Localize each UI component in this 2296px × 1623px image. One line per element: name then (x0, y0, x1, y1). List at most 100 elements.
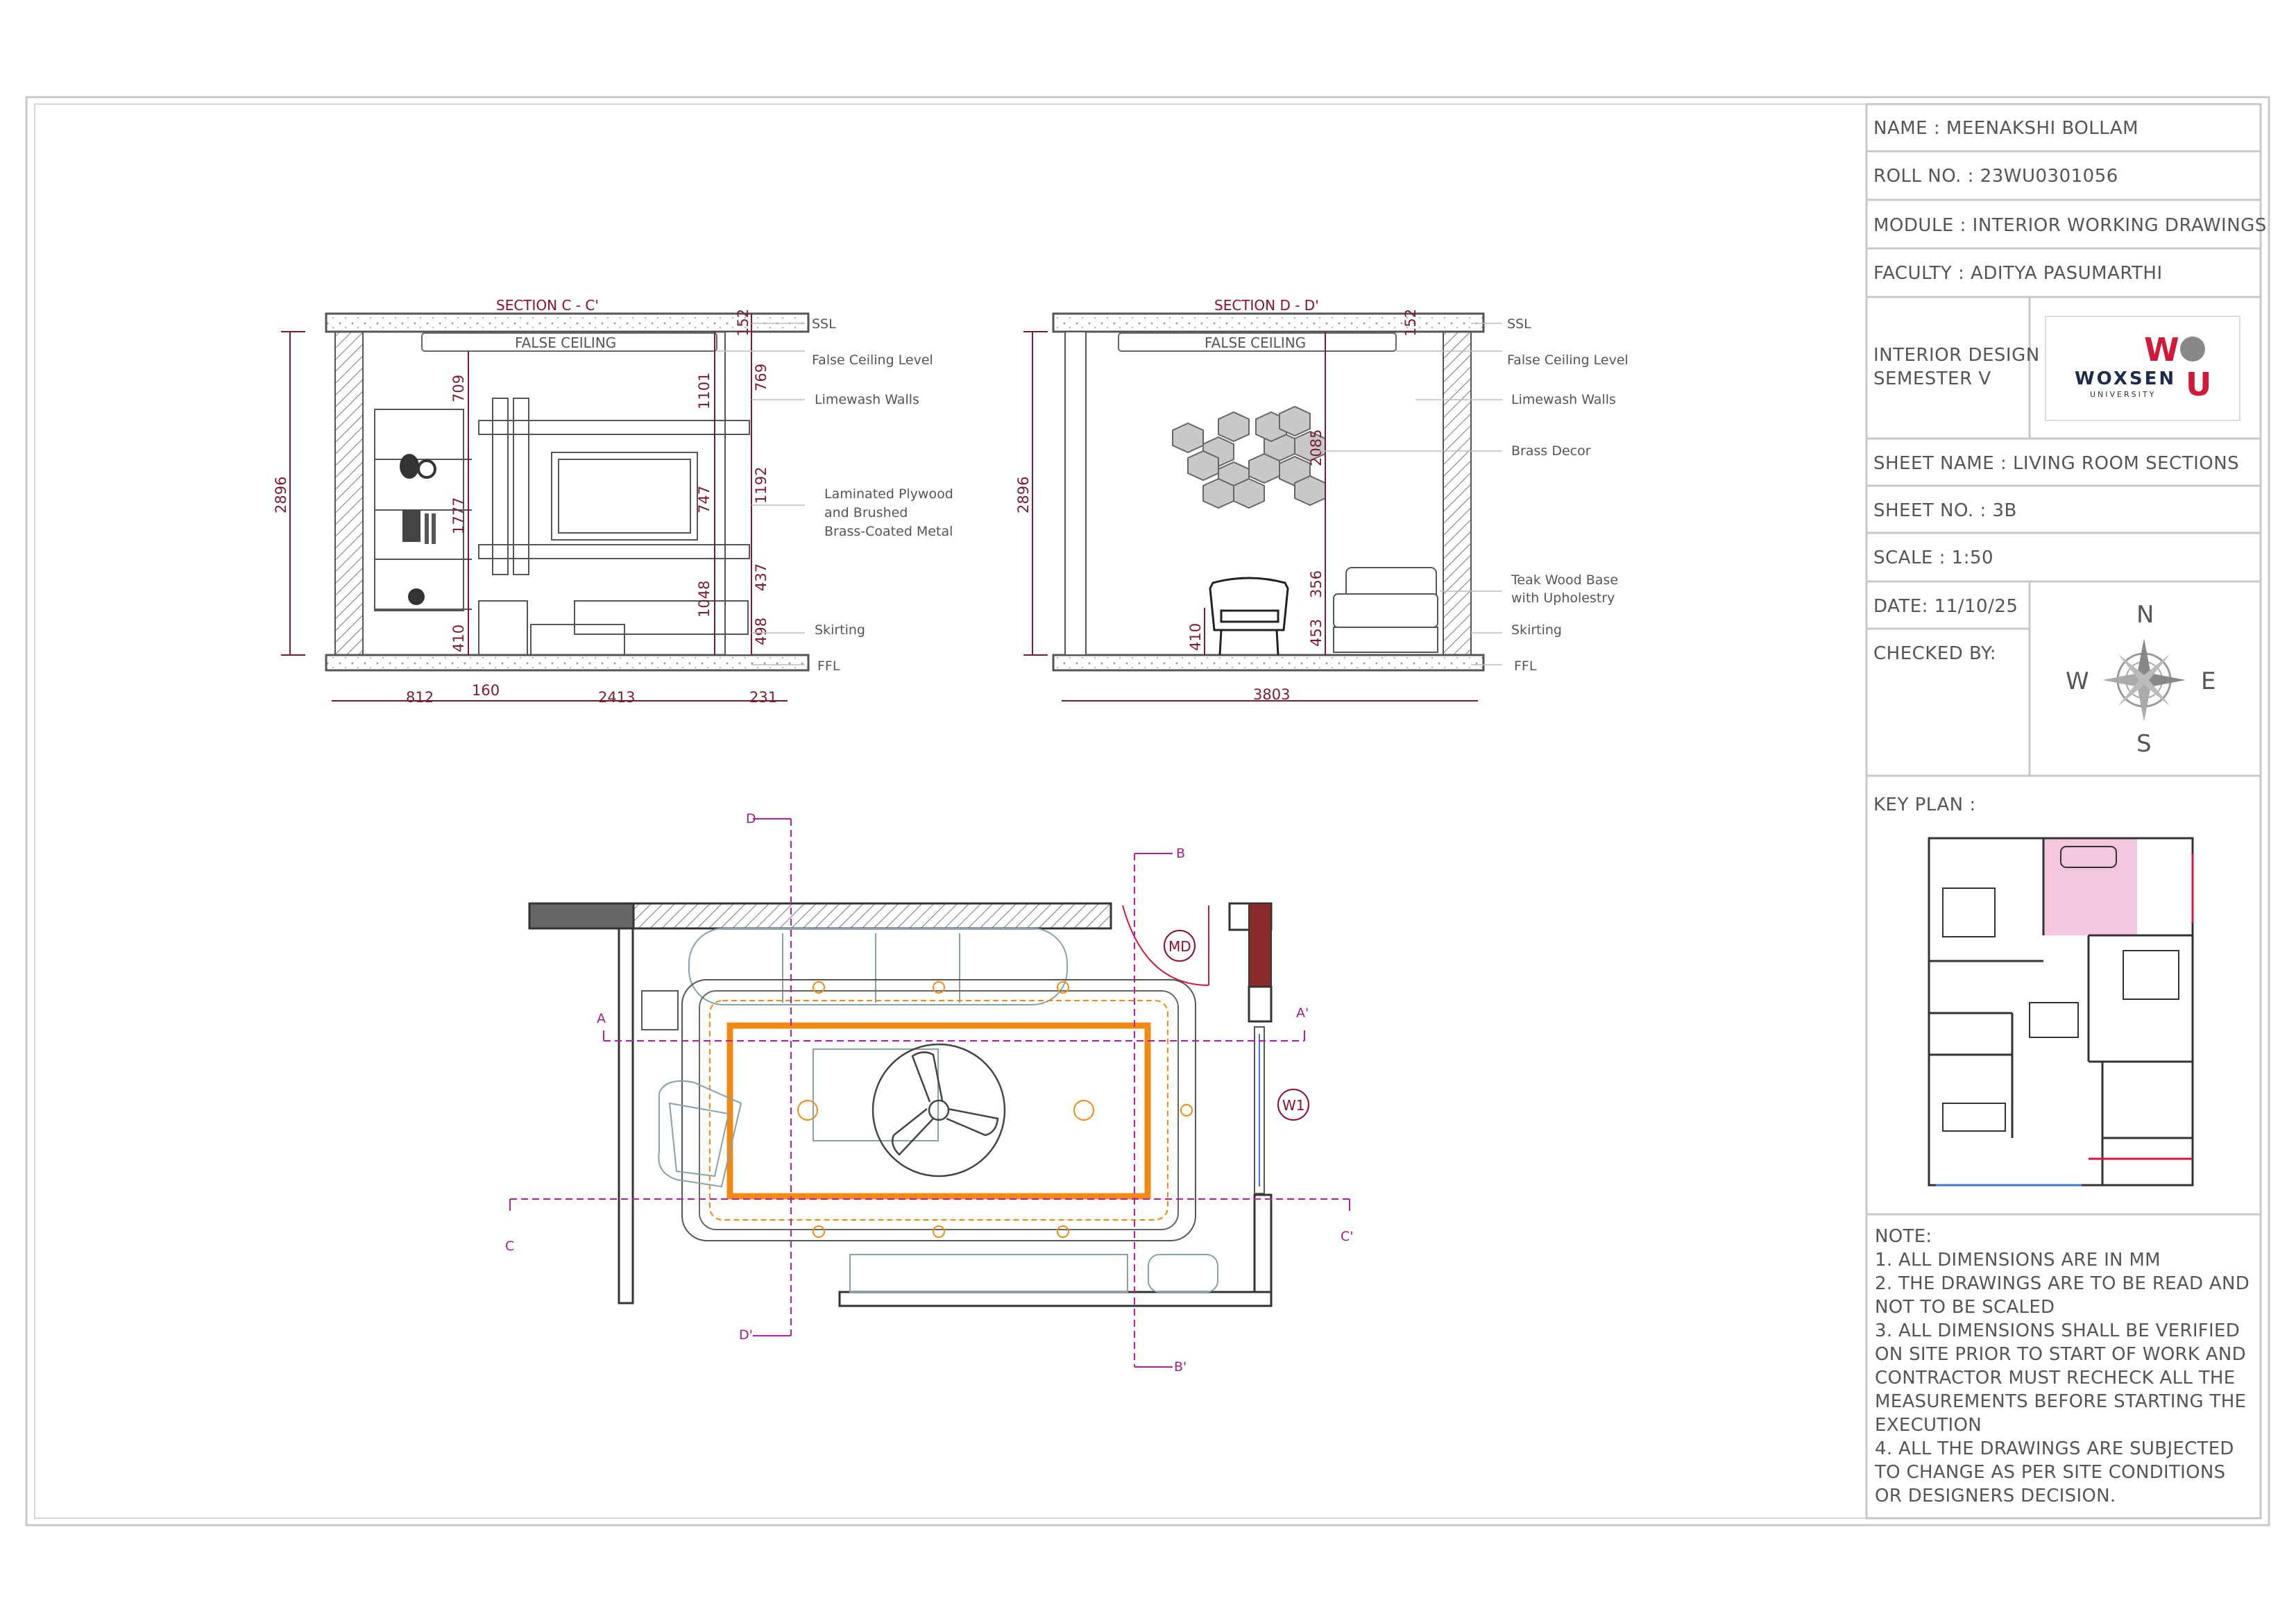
cc-dim-2413: 2413 (598, 689, 635, 706)
section-mark-d: D (746, 811, 756, 826)
section-cc-false-ceiling: FALSE CEILING (515, 334, 616, 351)
sofa-side-icon (1333, 567, 1438, 653)
note-line-11: OR DESIGNERS DECISION. (1875, 1486, 2116, 1506)
dd-dim-2085: 2085 (1308, 430, 1325, 466)
cc-dim-709: 709 (450, 375, 467, 402)
woxsen-logo: W U WOXSEN UNIVERSITY (2045, 316, 2240, 421)
note-line-5: ON SITE PRIOR TO START OF WORK AND (1875, 1344, 2246, 1365)
tb-roll-no: ROLL NO. : 23WU0301056 (1873, 166, 2118, 187)
svg-text:W: W (2144, 331, 2179, 368)
tb-module: MODULE : INTERIOR WORKING DRAWINGS (1873, 215, 2267, 236)
window-tag: W1 (1277, 1089, 1309, 1121)
cc-dim-747: 747 (696, 486, 713, 513)
cc-label-skirting: Skirting (815, 622, 865, 638)
lounge-chair-icon (658, 1080, 742, 1188)
cove-light-box (726, 1022, 1151, 1200)
section-mark-a2: A' (1296, 1005, 1309, 1021)
dd-dim-410: 410 (1187, 623, 1204, 651)
cc-label-false-ceiling-level: False Ceiling Level (812, 352, 933, 368)
logo-text: WOXSEN (2075, 368, 2176, 389)
compass-s: S (2136, 730, 2152, 758)
tb-faculty: FACULTY : ADITYA PASUMARTHI (1873, 263, 2163, 284)
title-block: NAME : MEENAKSHI BOLLAM ROLL NO. : 23WU0… (1865, 103, 2267, 1520)
note-line-9: 4. ALL THE DRAWINGS ARE SUBJECTED (1875, 1438, 2234, 1459)
note-line-2: 2. THE DRAWINGS ARE TO BE READ AND (1875, 1273, 2250, 1294)
decor-vase-icon (400, 454, 436, 605)
section-mark-b2: B' (1174, 1359, 1187, 1375)
logo-subtext: UNIVERSITY (2090, 390, 2156, 399)
ceiling-fan-icon (871, 1043, 1006, 1178)
note-line-7: MEASUREMENTS BEFORE STARTING THE (1875, 1391, 2246, 1412)
tb-name: NAME : MEENAKSHI BOLLAM (1873, 118, 2138, 139)
cc-label-plywood-1: Laminated Plywood (824, 486, 953, 502)
cc-dim-498: 498 (753, 618, 769, 645)
cc-dim-231: 231 (749, 689, 777, 706)
sofa-plan-icon (641, 928, 1218, 1293)
cc-label-ssl: SSL (812, 316, 836, 332)
dd-label-brass-decor: Brass Decor (1511, 443, 1591, 459)
dd-label-limewash: Limewash Walls (1511, 392, 1616, 407)
section-dd-title: SECTION D - D' (1214, 297, 1319, 314)
main-door-swing (1122, 905, 1209, 986)
section-mark-a: A (597, 1011, 606, 1026)
key-plan (1928, 837, 2194, 1187)
tb-sheet-name: SHEET NAME : LIVING ROOM SECTIONS (1873, 453, 2239, 474)
compass-n: N (2136, 601, 2154, 629)
cc-dim-437: 437 (753, 563, 769, 591)
cc-label-plywood-3: Brass-Coated Metal (824, 524, 953, 539)
tb-key-plan: KEY PLAN : (1873, 794, 1976, 815)
cc-dim-769: 769 (753, 364, 769, 391)
dd-label-skirting: Skirting (1511, 622, 1562, 638)
main-door-tag-label: MD (1168, 938, 1191, 955)
section-cc: SECTION C - C' FALSE CEILING (273, 297, 953, 706)
dd-label-ffl: FFL (1514, 658, 1537, 674)
compass-w: W (2066, 668, 2089, 695)
note-line-3: NOT TO BE SCALED (1875, 1297, 2055, 1318)
cc-dim-1101: 1101 (696, 373, 713, 409)
window-tag-label: W1 (1282, 1097, 1305, 1114)
compass-e: E (2201, 668, 2216, 695)
note-line-10: TO CHANGE AS PER SITE CONDITIONS (1874, 1462, 2225, 1483)
section-mark-c: C (505, 1239, 514, 1254)
outer-border (25, 96, 2270, 1527)
dd-label-ssl: SSL (1507, 316, 1531, 332)
cc-label-plywood-2: and Brushed (824, 505, 908, 520)
tb-scale: SCALE : 1:50 (1873, 547, 1993, 568)
section-dd-height: 2896 (1015, 477, 1032, 513)
compass-rose-icon: N S W E (2066, 601, 2216, 758)
dd-dim-152: 152 (1402, 309, 1419, 337)
tb-sheet-no: SHEET NO. : 3B (1873, 500, 2017, 521)
note-line-0: NOTE: (1875, 1226, 1932, 1247)
notes: NOTE: 1. ALL DIMENSIONS ARE IN MM 2. THE… (1874, 1226, 2250, 1506)
dd-dim-356: 356 (1308, 570, 1325, 598)
cc-dim-160: 160 (472, 682, 500, 699)
cc-dim-410: 410 (450, 624, 467, 652)
section-cc-title: SECTION C - C' (496, 297, 599, 314)
tb-checked-by: CHECKED BY: (1873, 643, 1996, 664)
cc-dim-1777: 1777 (450, 498, 467, 534)
cc-label-ffl: FFL (817, 658, 840, 674)
section-mark-b: B (1176, 846, 1185, 861)
tb-date: DATE: 11/10/25 (1873, 596, 2018, 617)
main-door-tag: MD (1164, 930, 1196, 962)
note-line-6: CONTRACTOR MUST RECHECK ALL THE (1875, 1368, 2236, 1388)
floor-plan: A A' B B' C C' D D' MD W1 (505, 811, 1354, 1375)
cc-dim-152: 152 (735, 309, 751, 337)
dd-dim-453: 453 (1308, 619, 1325, 647)
section-cc-height: 2896 (273, 477, 289, 513)
cc-dim-1048: 1048 (696, 581, 713, 618)
dd-dim-3803: 3803 (1253, 686, 1290, 703)
dd-label-teak-1: Teak Wood Base (1511, 572, 1618, 588)
cc-dim-1192: 1192 (753, 467, 769, 504)
section-mark-c2: C' (1341, 1229, 1354, 1244)
tb-course-1: INTERIOR DESIGN (1873, 345, 2040, 366)
cc-dim-812: 812 (406, 689, 434, 706)
note-line-1: 1. ALL DIMENSIONS ARE IN MM (1875, 1250, 2161, 1271)
note-line-4: 3. ALL DIMENSIONS SHALL BE VERIFIED (1875, 1320, 2240, 1341)
dd-label-teak-2: with Upholestry (1511, 590, 1615, 606)
section-dd-false-ceiling: FALSE CEILING (1205, 334, 1306, 351)
cc-label-limewash: Limewash Walls (815, 392, 919, 407)
note-line-8: EXECUTION (1875, 1415, 1982, 1436)
section-dd: SECTION D - D' FALSE CEILING (1015, 297, 1629, 703)
